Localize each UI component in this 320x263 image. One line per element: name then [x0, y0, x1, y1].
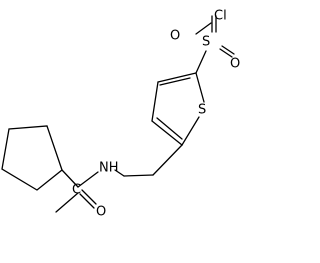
quaternary-carbon-label: C	[72, 183, 81, 198]
sulfonyl-oxygen-right-label: O	[230, 57, 240, 72]
bonds	[1, 15, 235, 213]
bond-s-o-right-b	[221, 45, 235, 55]
bond-s-c-thiophene	[195, 50, 207, 74]
bond-n-c	[77, 171, 99, 188]
bond-s-ring-c2	[195, 72, 205, 103]
chlorine-label: Cl	[214, 9, 227, 24]
bond-c5-s-ring	[181, 116, 200, 146]
cyclopentane-ring	[1, 125, 63, 191]
bond-c2-c3-double	[159, 77, 191, 86]
carbonyl-oxygen-label: O	[96, 205, 106, 220]
thiophene-sulfur-label: S	[198, 103, 206, 118]
bond-c-o-a	[81, 189, 97, 205]
molecule-diagram: Cl O S O S NH C O	[1, 9, 240, 220]
bond-c-cyclopentyl	[61, 169, 79, 188]
bond-s-cl	[195, 22, 212, 35]
sulfonyl-sulfur-label: S	[202, 35, 210, 50]
bond-ch2-n	[114, 169, 125, 177]
sulfonyl-oxygen-top-label: O	[170, 29, 180, 44]
bond-c2-c3	[157, 72, 197, 83]
bond-c3-c4	[151, 81, 159, 122]
bond-c4-c5-double	[156, 117, 183, 140]
bond-ch2-ch2	[123, 174, 154, 177]
bond-c-o-b	[79, 193, 95, 209]
amine-nitrogen-label: NH	[99, 161, 119, 176]
bond-c-methyl	[55, 192, 79, 213]
atom-labels: Cl O S O S NH C O	[72, 9, 240, 220]
bond-c5-ch2	[152, 144, 183, 176]
bond-s-o-right-a	[219, 48, 233, 58]
bond-c4-c5	[151, 120, 183, 146]
